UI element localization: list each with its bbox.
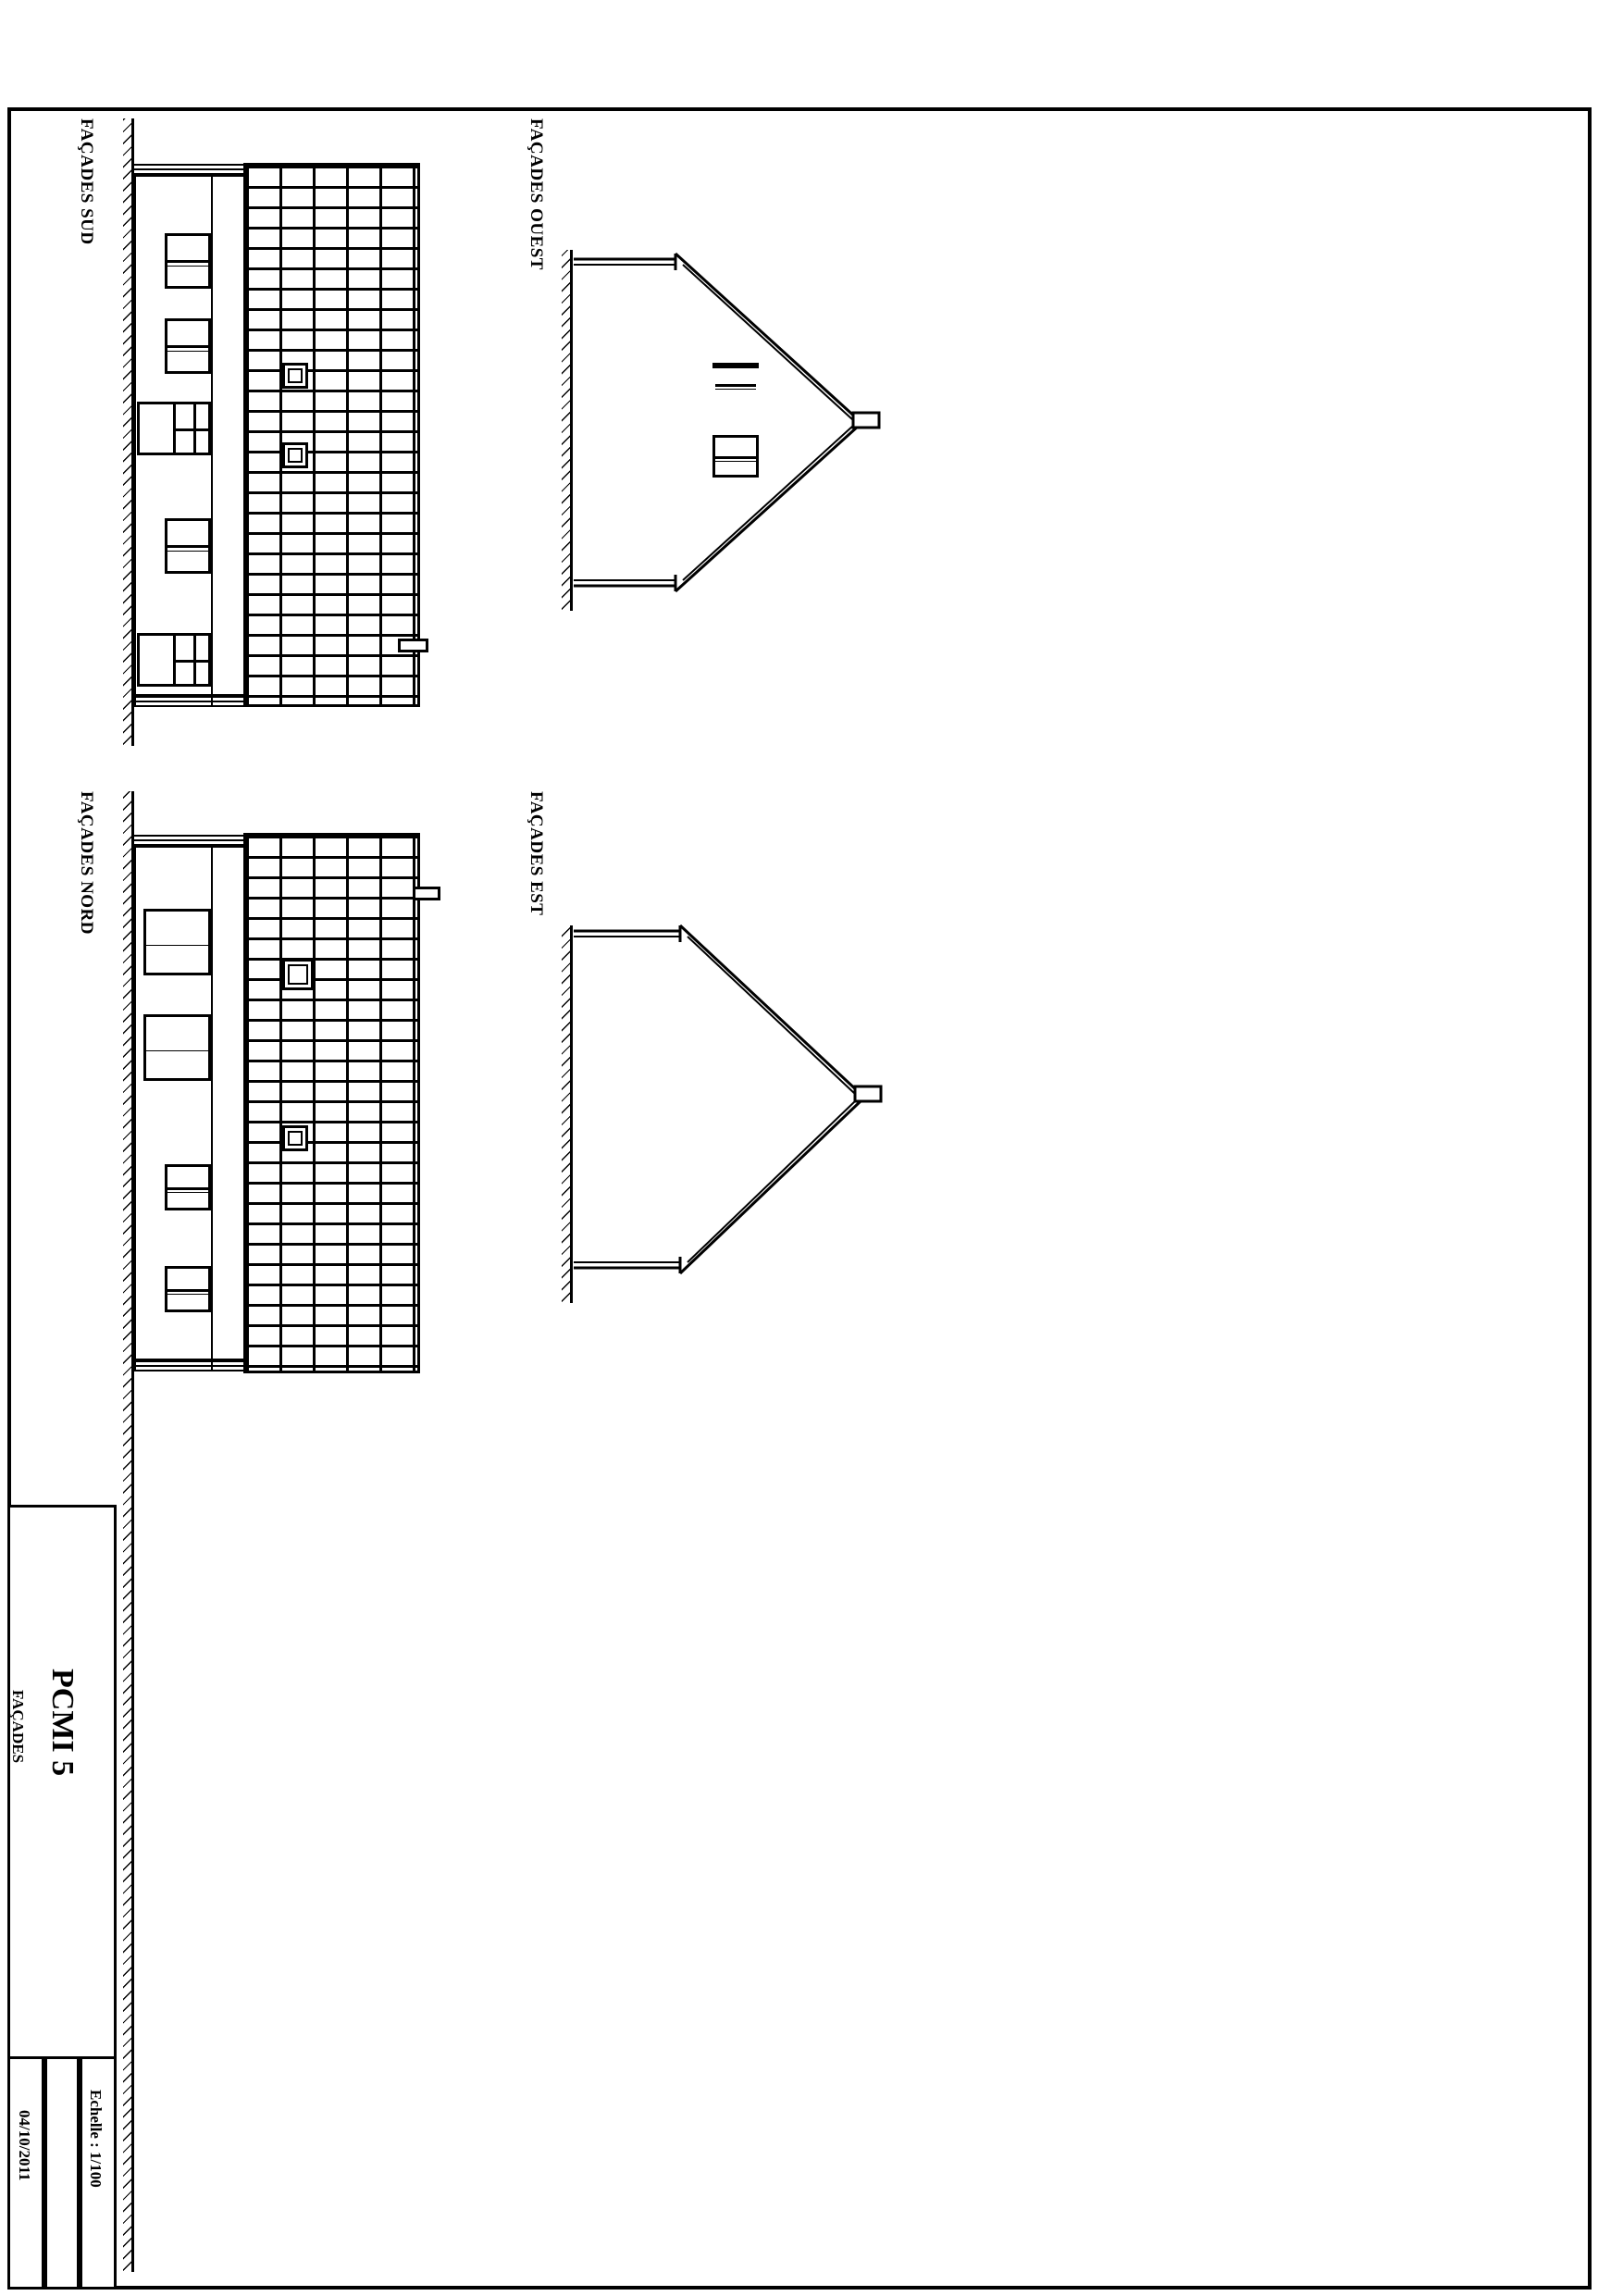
- roof-tiles-sud: [243, 163, 420, 707]
- eave-line-nord-top-3: [133, 844, 244, 848]
- skylight-nord-2: [282, 1125, 308, 1151]
- eave-line-sud-top-2: [133, 168, 244, 170]
- skylight-sud-1: [282, 363, 308, 389]
- gable-outline-est: [574, 924, 883, 1275]
- window-sud-3: [165, 518, 211, 574]
- wall-edge-nord-right: [211, 844, 213, 1371]
- skylight-nord-1: [282, 959, 314, 990]
- chimney-sud: [398, 639, 428, 652]
- wall-edge-sud-right: [211, 173, 213, 707]
- eave-line-sud-bot-1: [133, 694, 244, 698]
- label-facades-nord: FAÇADES NORD: [77, 791, 96, 936]
- window-ouest-1: [712, 363, 759, 390]
- eave-line-sud-top-3: [133, 173, 244, 177]
- ground-line-est: [562, 925, 573, 1303]
- title-block-scale: Echelle : 1/100: [87, 2090, 105, 2188]
- title-block-cell-blank: [44, 2056, 80, 2290]
- eave-line-sud-top-1: [133, 164, 244, 166]
- sheet-border: [7, 107, 1592, 2290]
- chimney-nord: [413, 887, 440, 900]
- title-block-cell-date: [7, 2056, 44, 2290]
- title-block-cell-scale: [80, 2056, 117, 2290]
- door-sud-1: [137, 402, 211, 455]
- gable-outline-ouest: [574, 252, 881, 593]
- wall-edge-nord-left: [133, 844, 136, 1371]
- window-nord-2: [143, 1014, 211, 1081]
- window-nord-1: [143, 909, 211, 975]
- eave-line-nord-bot-1: [133, 1359, 244, 1362]
- title-block-drawing-title: FAÇADES: [9, 1690, 27, 1764]
- title-block-project-code: PCMI 5: [45, 1669, 80, 1777]
- skylight-sud-2: [282, 442, 308, 468]
- ground-line-nord: [123, 791, 134, 2272]
- ground-line-ouest: [562, 250, 573, 611]
- door-sud-2: [137, 633, 211, 687]
- label-facades-est: FAÇADES EST: [527, 791, 546, 916]
- eave-line-sud-bot-3: [133, 705, 244, 707]
- window-nord-4: [165, 1266, 211, 1312]
- wall-edge-sud-left: [133, 173, 136, 707]
- window-sud-1: [165, 233, 211, 289]
- eave-line-nord-bot-3: [133, 1370, 244, 1371]
- eave-line-sud-bot-2: [133, 701, 244, 702]
- window-sud-2: [165, 318, 211, 374]
- window-nord-3: [165, 1164, 211, 1210]
- roof-tiles-nord: [243, 833, 420, 1373]
- title-block-date: 04/10/2011: [16, 2110, 33, 2181]
- eave-line-nord-top-1: [133, 835, 244, 837]
- eave-line-nord-bot-2: [133, 1365, 244, 1367]
- label-facades-sud: FAÇADES SUD: [77, 118, 96, 245]
- eave-line-nord-top-2: [133, 839, 244, 841]
- window-ouest-2: [712, 435, 759, 478]
- ground-line-sud: [123, 118, 134, 746]
- label-facades-ouest: FAÇADES OUEST: [527, 118, 546, 270]
